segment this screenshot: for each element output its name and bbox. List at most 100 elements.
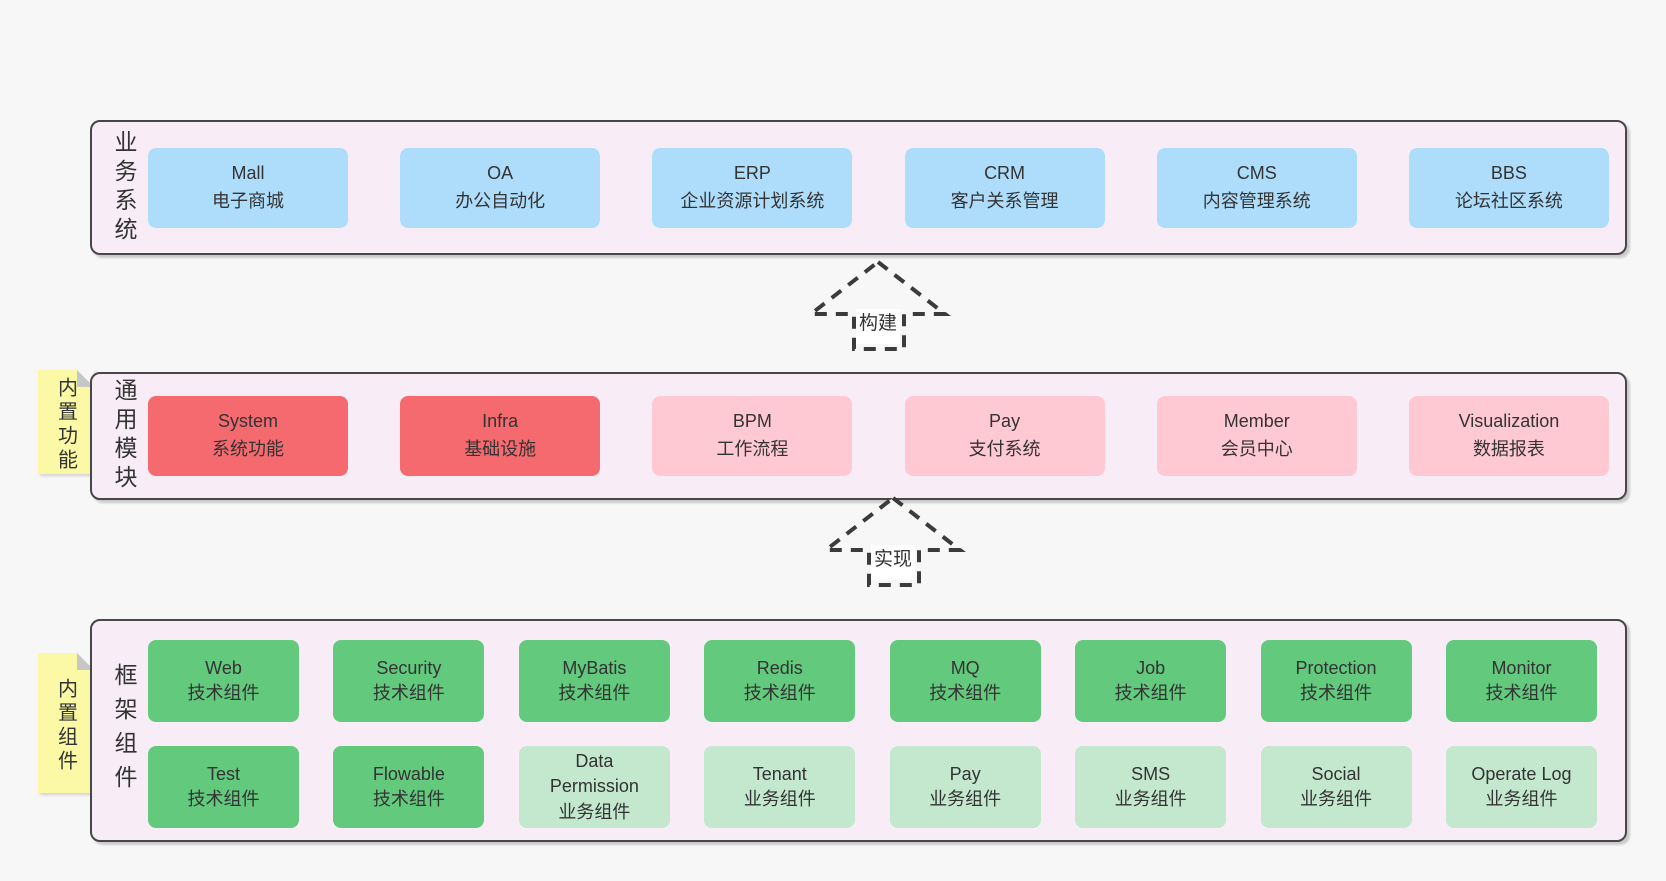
box-subtitle: 企业资源计划系统 — [680, 190, 825, 211]
component-box: SMS 业务组件 — [1075, 746, 1227, 828]
box-title: Test — [206, 763, 240, 784]
box-subtitle: 会员中心 — [1220, 439, 1293, 459]
component-box: Redis 技术组件 — [704, 640, 856, 722]
implement-arrow-label: 实现 — [870, 545, 916, 580]
box-subtitle: 业务组件 — [1114, 789, 1187, 809]
box-subtitle: 客户关系管理 — [950, 190, 1059, 211]
box-title: System — [217, 411, 278, 432]
folded-corner-icon — [77, 653, 94, 670]
business-system-box: BBS 论坛社区系统 — [1408, 147, 1609, 228]
component-box: Operate Log 业务组件 — [1445, 746, 1597, 828]
box-title: Social — [1311, 763, 1361, 784]
component-box: Pay 业务组件 — [889, 746, 1041, 828]
box-subtitle: 业务组件 — [1485, 789, 1558, 809]
component-box: Tenant 业务组件 — [704, 746, 856, 828]
dashed-up-arrow-icon — [820, 495, 966, 587]
component-box: Social 业务组件 — [1260, 746, 1412, 828]
box-subtitle: 系统功能 — [212, 439, 284, 459]
box-subtitle: 技术组件 — [558, 683, 631, 703]
box-title: BPM — [732, 411, 772, 432]
sticky-note-text: 内置组件 — [54, 678, 77, 774]
framework-components-grid: Web 技术组件 Security 技术组件 MyBatis 技术组件 — [148, 640, 1597, 828]
component-box: Data Permission 业务组件 — [518, 746, 670, 828]
box-title: Pay — [949, 763, 981, 784]
box-title: Tenant — [752, 763, 807, 784]
box-title: Infra — [482, 411, 519, 432]
component-box: Job 技术组件 — [1075, 640, 1227, 722]
component-box: Web 技术组件 — [148, 640, 299, 722]
component-box: MyBatis 技术组件 — [518, 640, 670, 722]
box-subtitle: 技术组件 — [743, 683, 816, 703]
box-subtitle: 技术组件 — [929, 683, 1002, 703]
box-subtitle: 内容管理系统 — [1202, 190, 1311, 211]
components-row-1: Web 技术组件 Security 技术组件 MyBatis 技术组件 — [148, 640, 1597, 722]
business-system-box: Mall 电子商城 — [148, 147, 348, 228]
sticky-note-builtin-features: 内置功能 — [38, 370, 94, 474]
box-subtitle: 技术组件 — [372, 683, 445, 703]
box-subtitle: 电子商城 — [212, 190, 284, 211]
box-subtitle: 技术组件 — [372, 789, 445, 809]
box-subtitle: 技术组件 — [187, 789, 260, 809]
business-system-box: ERP 企业资源计划系统 — [652, 147, 853, 228]
dashed-up-arrow-icon — [805, 259, 951, 351]
component-box: Test 技术组件 — [148, 746, 299, 828]
panel-label-common-modules: 通用模块 — [111, 378, 137, 494]
sticky-note-text: 内置功能 — [54, 377, 77, 473]
box-subtitle: 技术组件 — [1485, 683, 1558, 703]
build-arrow-label: 构建 — [855, 309, 901, 344]
build-arrow: 构建 — [805, 257, 951, 353]
implement-arrow: 实现 — [820, 493, 966, 589]
business-system-box: CMS 内容管理系统 — [1156, 147, 1357, 228]
box-title: Data Permission — [549, 751, 639, 797]
box-title: Mall — [231, 162, 265, 183]
folded-corner-icon — [77, 370, 94, 387]
component-box: Flowable 技术组件 — [333, 746, 485, 828]
component-box: Protection 技术组件 — [1260, 640, 1412, 722]
box-title: Visualization — [1458, 411, 1560, 432]
box-title: CRM — [984, 162, 1026, 183]
box-title: Operate Log — [1471, 763, 1572, 784]
box-title: Web — [205, 657, 242, 678]
box-title: OA — [487, 162, 514, 183]
box-title: MQ — [950, 657, 980, 678]
module-box: Infra 基础设施 — [400, 396, 601, 476]
box-title: Monitor — [1491, 657, 1552, 678]
box-title: SMS — [1131, 763, 1171, 784]
business-system-box: OA 办公自动化 — [400, 147, 601, 228]
business-system-box: CRM 客户关系管理 — [904, 147, 1105, 228]
component-box: Monitor 技术组件 — [1445, 640, 1597, 722]
box-subtitle: 数据报表 — [1472, 439, 1545, 459]
box-subtitle: 办公自动化 — [455, 190, 546, 211]
box-title: Protection — [1295, 657, 1377, 678]
framework-components-panel: 框架组件 Web 技术组件 Security 技术组件 MyBatis — [90, 619, 1627, 842]
sticky-note-builtin-components: 内置组件 — [38, 653, 94, 793]
box-title: Job — [1136, 657, 1166, 678]
components-row-2: Test 技术组件 Flowable 技术组件 Data Permission … — [148, 746, 1597, 828]
box-title: Pay — [989, 411, 1021, 432]
box-title: ERP — [733, 162, 771, 183]
business-systems-box-row: Mall 电子商城 OA 办公自动化 ERP 企业资源计划系统 CRM 客户关系… — [148, 122, 1609, 253]
module-box: Pay 支付系统 — [904, 396, 1105, 476]
component-box: MQ 技术组件 — [889, 640, 1041, 722]
common-modules-box-row: System 系统功能 Infra 基础设施 BPM 工作流程 Pay 支付系统 — [148, 374, 1609, 498]
box-title: Flowable — [372, 763, 445, 784]
component-box: Security 技术组件 — [333, 640, 485, 722]
common-modules-panel: 通用模块 System 系统功能 Infra 基础设施 BPM 工作流程 — [90, 372, 1627, 500]
module-box: Member 会员中心 — [1156, 396, 1357, 476]
box-subtitle: 业务组件 — [929, 789, 1002, 809]
box-subtitle: 支付系统 — [968, 439, 1041, 459]
module-box: BPM 工作流程 — [652, 396, 853, 476]
box-title: CMS — [1236, 162, 1277, 183]
panel-label-framework-components: 框架组件 — [111, 662, 137, 799]
box-subtitle: 业务组件 — [558, 801, 631, 822]
box-subtitle: 业务组件 — [1300, 789, 1373, 809]
module-box: System 系统功能 — [148, 396, 348, 476]
box-title: Security — [376, 657, 442, 678]
box-title: MyBatis — [562, 657, 627, 678]
box-title: BBS — [1490, 162, 1527, 183]
box-subtitle: 基础设施 — [464, 439, 537, 459]
box-subtitle: 业务组件 — [743, 789, 816, 809]
box-title: Redis — [756, 657, 803, 678]
box-subtitle: 技术组件 — [187, 683, 260, 703]
